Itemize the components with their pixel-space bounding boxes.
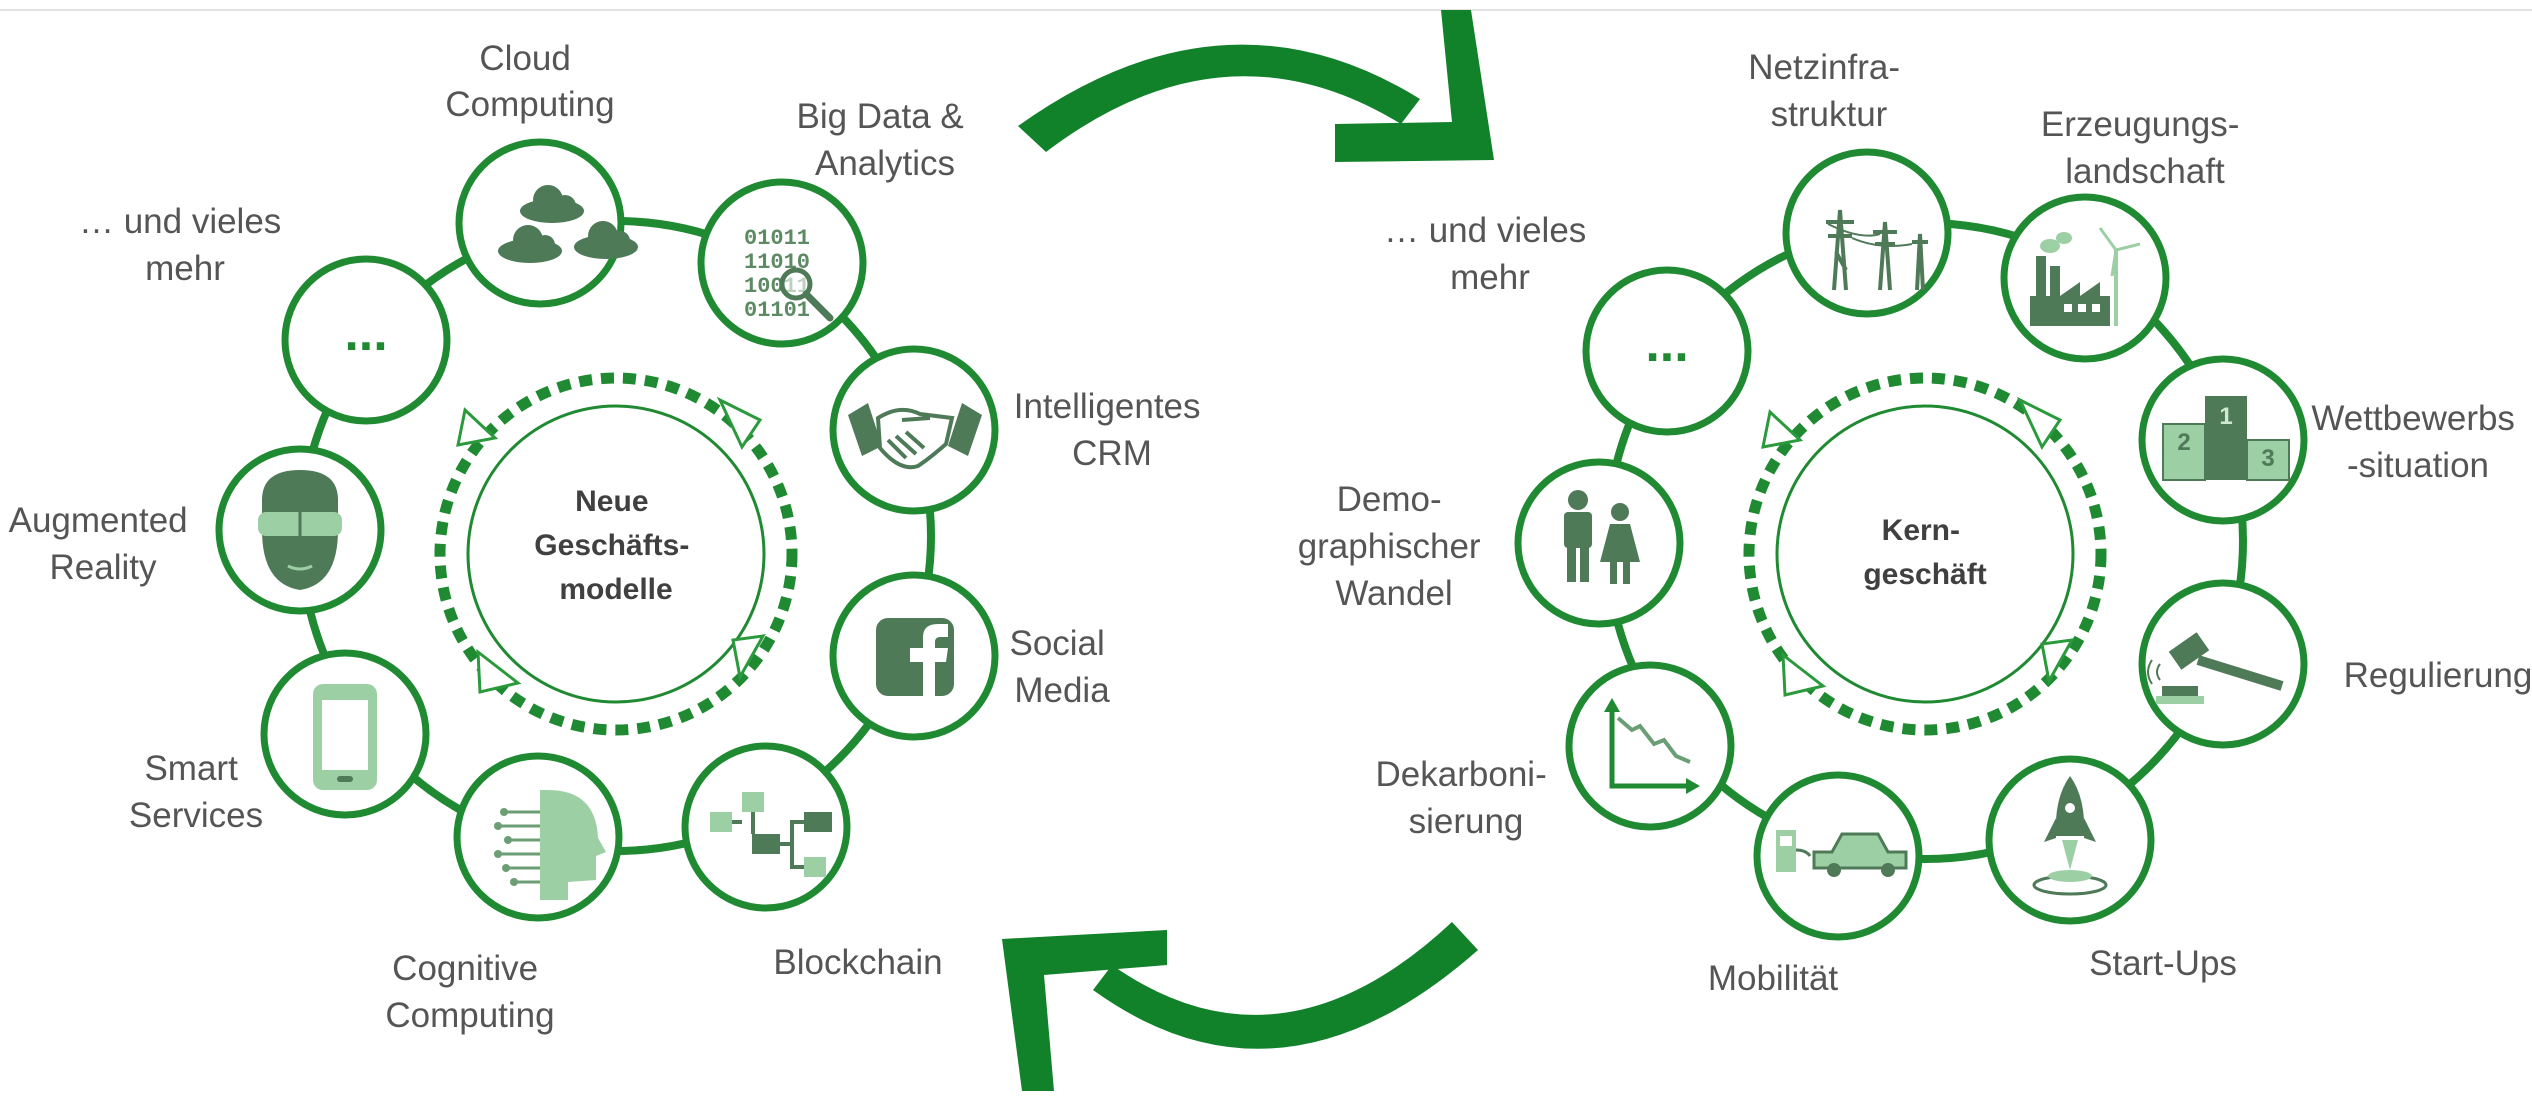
ai-head-icon (494, 790, 606, 900)
node-wettbewerbssituation: 1 2 3 (2138, 355, 2308, 525)
podium-icon: 1 2 3 (2162, 396, 2290, 481)
label-wettbewerbssituation: Wettbewerbs -situation (2311, 399, 2524, 485)
left-inner-circle (466, 404, 766, 704)
power-plant-icon (2030, 227, 2141, 326)
right-arrowhead-3 (2040, 638, 2075, 686)
people-icon (1564, 490, 1640, 584)
smartphone-icon (313, 684, 377, 790)
ellipsis-icon: ... (1645, 315, 1688, 373)
node-dekarbonisierung (1565, 661, 1735, 831)
left-arrowhead-1 (456, 407, 499, 447)
svg-text:01101: 01101 (744, 298, 810, 323)
svg-text:1: 1 (2219, 403, 2232, 430)
node-start-ups (1985, 755, 2155, 925)
left-center-label: Neue Geschäfts- modelle (534, 485, 697, 606)
label-start-ups: Start-Ups (2089, 944, 2237, 983)
label-intelligentes-crm: Intelligentes CRM (1014, 387, 1211, 473)
cloud-icon (498, 185, 638, 263)
node-netzinfrastruktur (1782, 148, 1952, 318)
label-cloud-computing: Cloud Computing (445, 39, 614, 124)
right-center-label: Kern- geschäft (1863, 514, 1986, 591)
node-mobilitaet (1753, 771, 1923, 941)
blockchain-icon (710, 792, 832, 877)
node-cloud-computing (455, 138, 638, 308)
rocket-icon (2032, 776, 2108, 896)
svg-text:2: 2 (2177, 429, 2190, 456)
binary-data-icon: 01011 11010 10011 01101 (744, 226, 834, 323)
label-mobilitaet: Mobilität (1708, 959, 1839, 998)
gavel-icon (2147, 632, 2284, 704)
node-intelligentes-crm (829, 345, 999, 515)
label-more-right: … und vieles mehr (1384, 211, 1596, 297)
node-smart-services (260, 649, 430, 819)
label-erzeugungslandschaft: Erzeugungs- landschaft (2041, 105, 2249, 191)
label-augmented-reality: Augmented Reality (9, 501, 198, 587)
facebook-icon (876, 618, 954, 696)
node-social-media (829, 571, 999, 741)
node-more-right: ... (1582, 266, 1752, 436)
node-regulierung (2138, 579, 2308, 749)
left-arrowhead-3 (731, 634, 766, 682)
label-smart-services: Smart Services (129, 749, 263, 835)
node-cognitive-computing (453, 752, 623, 922)
cycle-arrow-top (1018, 10, 1494, 162)
left-dashed-ring (434, 372, 798, 736)
right-arrowhead-4 (1781, 651, 1827, 697)
declining-chart-icon (1604, 698, 1700, 794)
svg-text:01011: 01011 (744, 226, 810, 251)
label-regulierung: Regulierung (2344, 656, 2532, 695)
node-big-data-analytics: 01011 11010 10011 01101 (697, 178, 867, 348)
right-arrowhead-2 (2016, 396, 2063, 451)
node-erzeugungslandschaft (2000, 193, 2170, 363)
node-augmented-reality (215, 445, 385, 615)
handshake-icon (848, 403, 982, 470)
label-cognitive-computing: Cognitive Computing (385, 949, 554, 1035)
ellipsis-icon: ... (344, 304, 387, 362)
right-arrowhead-1 (1761, 409, 1804, 449)
label-big-data-analytics: Big Data & Analytics (796, 97, 973, 183)
right-inner-circle (1775, 404, 2075, 704)
svg-text:3: 3 (2261, 445, 2274, 472)
left-arrowhead-2 (716, 396, 763, 451)
label-netzinfrastruktur: Netzinfra- struktur (1748, 48, 1909, 134)
left-cycle: Neue Geschäfts- modelle Cloud Computing … (9, 39, 1211, 1035)
vr-headset-icon (258, 470, 342, 590)
node-more-left: ... (281, 255, 451, 425)
label-more-left: … und vieles mehr (79, 202, 291, 288)
left-arrowhead-4 (476, 648, 522, 694)
electric-car-icon (1776, 830, 1908, 877)
node-demographischer-wandel (1514, 458, 1684, 628)
right-cycle: Kern- geschäft Netzinfra- struktur (1298, 48, 2532, 998)
power-pylon-icon (1826, 209, 1928, 291)
label-social-media: Social Media (1009, 624, 1114, 710)
label-demographischer-wandel: Demo- graphischer Wandel (1298, 480, 1491, 613)
cycle-arrow-bottom (1002, 922, 1478, 1091)
label-dekarbonisierung: Dekarboni- sierung (1376, 755, 1557, 841)
label-blockchain: Blockchain (773, 943, 942, 982)
right-dashed-ring (1743, 372, 2107, 736)
node-blockchain (681, 742, 851, 912)
